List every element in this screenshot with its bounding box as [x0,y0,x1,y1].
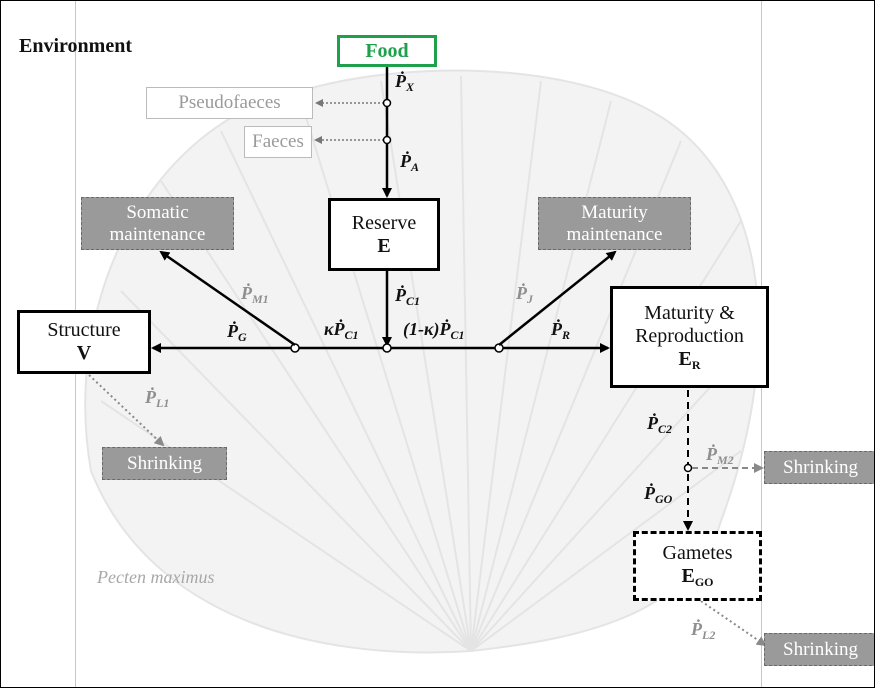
food-box: Food [337,35,437,67]
maturity-label-line2: Reproduction [635,324,744,347]
gametes-box: Gametes EGO [633,531,762,601]
arrow-structure-shrinking [88,374,165,447]
structure-symbol: V [76,342,92,364]
flux-pl2-label: ṖL2 [691,619,716,642]
structure-label: Structure [47,319,121,341]
flux-pgo-label: ṖGO [644,483,673,506]
flux-pl1-label: ṖL1 [145,387,170,410]
arrow-maturity-maintenance [498,250,617,346]
flux-pm2-label: ṖM2 [706,444,734,467]
shrinking-structure-label: Shrinking [127,452,202,474]
maturity-reproduction-box: Maturity & Reproduction ER [610,286,769,388]
species-label: Pecten maximus [97,567,215,587]
food-label: Food [365,39,409,62]
faeces-box: Faeces [244,126,312,158]
arrow-somatic-maintenance [159,250,296,347]
flux-px-label: ṖX [395,71,415,94]
somatic-maintenance-box: Somatic maintenance [81,197,234,250]
flux-one-minus-kappa-label: (1-κ)ṖC1 [403,319,465,342]
shrinking-gametes-box: Shrinking [764,633,874,666]
reserve-symbol: E [377,234,391,257]
maturity-maintenance-line2: maintenance [566,223,663,245]
somatic-maintenance-line1: Somatic [126,201,189,223]
environment-title: Environment [19,35,132,57]
maturity-maintenance-box: Maturity maintenance [538,197,691,250]
shrinking-gametes-label: Shrinking [783,638,858,660]
pseudofaeces-box: Pseudofaeces [146,87,313,119]
shrinking-reproduction-box: Shrinking [764,451,874,484]
flux-pc1-label: ṖC1 [395,285,421,308]
flux-pc2-label: ṖC2 [647,413,673,436]
reserve-box: Reserve E [328,198,440,271]
flux-pr-label: ṖR [551,319,571,342]
shrinking-structure-box: Shrinking [102,447,227,480]
flux-pa-label: ṖA [400,151,420,174]
pseudofaeces-label: Pseudofaeces [178,92,281,114]
shrinking-reproduction-label: Shrinking [783,456,858,478]
maturity-maintenance-line1: Maturity [581,201,648,223]
somatic-maintenance-line2: maintenance [109,223,206,245]
flux-pg-label: ṖG [227,321,247,344]
reserve-label: Reserve [351,211,417,234]
flux-kappa-label: κṖC1 [324,319,359,342]
flux-pj-label: ṖJ [516,283,533,306]
maturity-label-line1: Maturity & [644,301,735,324]
structure-box: Structure V [17,310,151,374]
gametes-label: Gametes [662,542,733,565]
gametes-symbol: EGO [681,565,714,590]
faeces-label: Faeces [252,131,304,153]
maturity-symbol: ER [678,347,701,372]
flux-pm1-label: ṖM1 [241,283,269,306]
